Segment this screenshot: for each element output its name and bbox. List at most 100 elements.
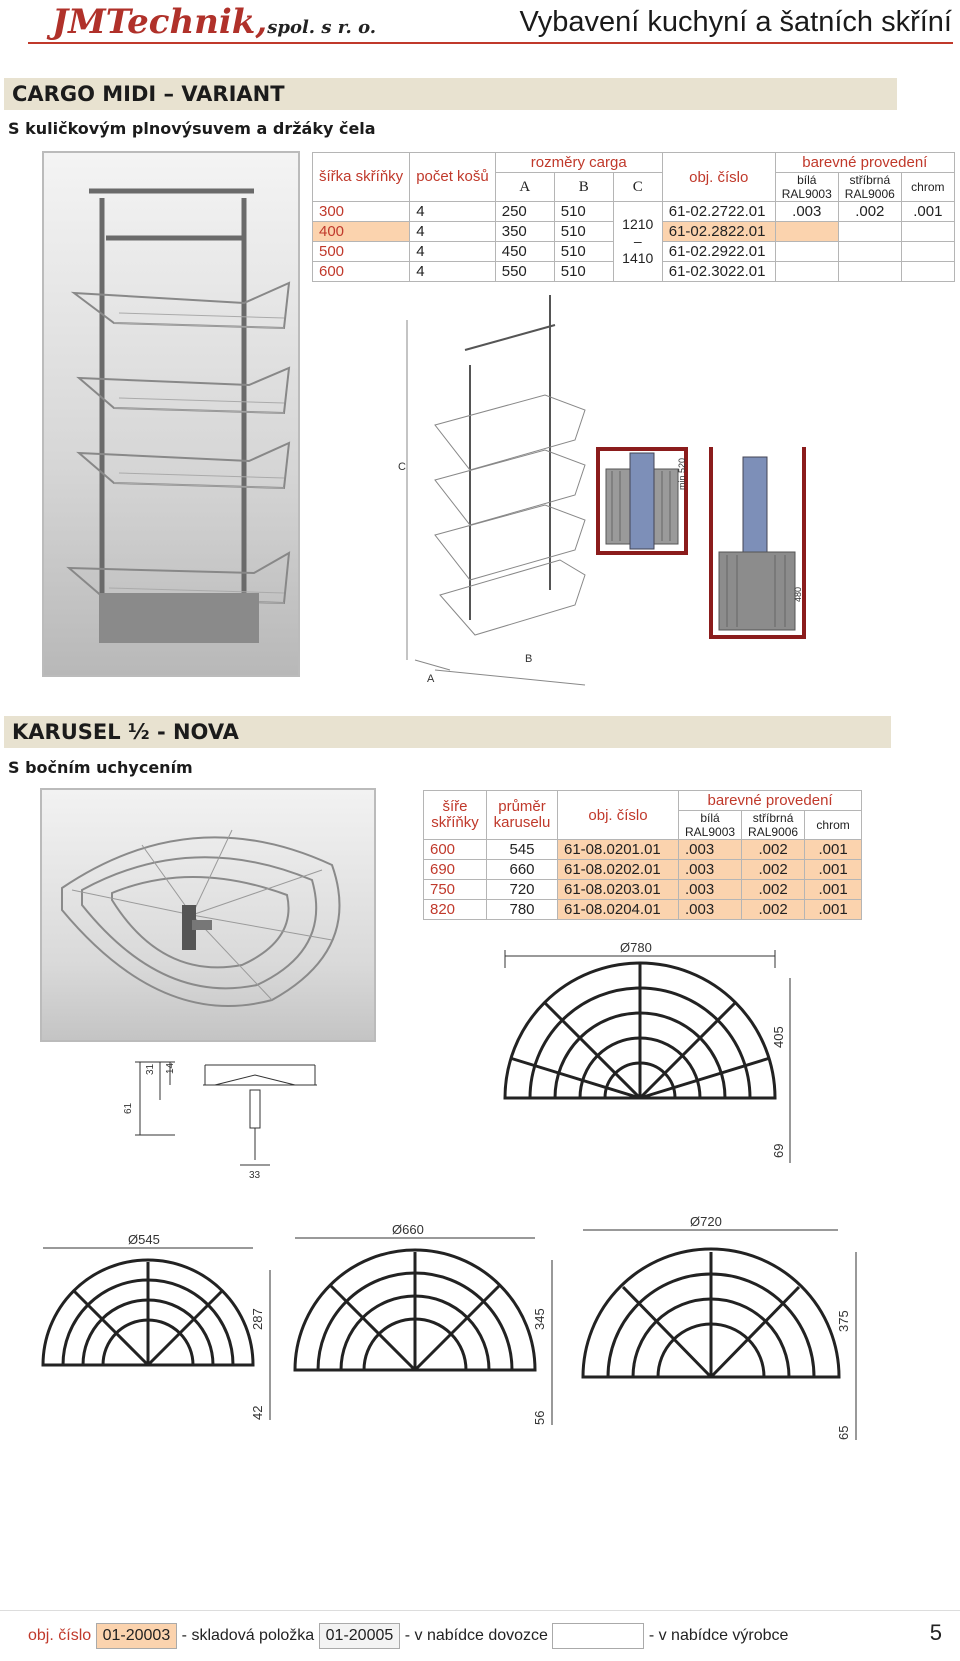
- table-row: 400 4 350 510 61-02.2822.01: [311, 221, 955, 242]
- cell-white: [774, 221, 839, 242]
- col-header-c: C: [612, 172, 663, 202]
- dim-label-c: C: [398, 461, 406, 473]
- col-header-diam: průměr karuselu: [486, 790, 558, 840]
- karusel-basket-illustration: [61, 829, 341, 1007]
- col-header-width: šíře skříňky: [423, 790, 487, 840]
- basket-545-offset: 42: [250, 1406, 265, 1420]
- footer-text-manufacturer: - v nabídce výrobce: [648, 1627, 789, 1645]
- dim-31: 31: [145, 1063, 156, 1075]
- cell-white: .003: [677, 879, 743, 900]
- cell-white: .003: [774, 201, 839, 222]
- cell-white: .003: [677, 899, 743, 920]
- cargo-heading: CARGO MIDI – VARIANT: [4, 78, 897, 110]
- dim-min-520: min 520: [677, 457, 687, 490]
- cell-diam: 780: [486, 899, 558, 920]
- cell-width: 820: [423, 899, 487, 920]
- cell-obj: 61-02.2722.01: [661, 201, 776, 222]
- basket-720-diam: Ø720: [690, 1214, 722, 1229]
- basket-660-depth: 345: [532, 1308, 547, 1330]
- col-header-a: A: [494, 172, 555, 202]
- dim-33: 33: [249, 1170, 261, 1180]
- col-header-obj: obj. číslo: [557, 790, 679, 840]
- cell-chrom: [900, 241, 955, 262]
- table-row: 690 660 61-08.0202.01 .003 .002 .001: [423, 859, 863, 880]
- cell-chrom: .001: [804, 859, 863, 880]
- footer-code-stock: 01-20003: [95, 1623, 178, 1649]
- cell-obj: 61-02.3022.01: [661, 261, 776, 282]
- table-row: 750 720 61-08.0203.01 .003 .002 .001: [423, 879, 863, 900]
- footer-rule: [0, 1610, 960, 1611]
- cell-silver: .002: [741, 879, 806, 900]
- cell-obj: 61-08.0202.01: [557, 859, 679, 880]
- dim-61: 61: [123, 1102, 134, 1114]
- cell-b: 510: [553, 221, 614, 242]
- cell-white: [774, 261, 839, 282]
- cell-diam: 660: [486, 859, 558, 880]
- cabinet-section-left-drawing: [605, 452, 679, 550]
- cell-diam: 545: [486, 839, 558, 860]
- cell-width: 750: [423, 879, 487, 900]
- cell-count: 4: [409, 241, 496, 262]
- cargo-table: šířka skříňky počet košů rozměry carga o…: [311, 152, 955, 282]
- cell-obj: 61-08.0204.01: [557, 899, 679, 920]
- basket-720-depth: 375: [836, 1310, 851, 1332]
- col-header-b: B: [553, 172, 614, 202]
- cell-chrom: .001: [804, 899, 863, 920]
- footer-code-manufacturer: [552, 1623, 645, 1649]
- footer-label: obj. číslo: [28, 1627, 92, 1645]
- col-header-silver: stříbrná RAL9006: [837, 172, 902, 202]
- table-row: 820 780 61-08.0204.01 .003 .002 .001: [423, 899, 863, 920]
- cell-b: 510: [553, 201, 614, 222]
- cabinet-section-right: [709, 447, 806, 639]
- col-header-obj: obj. číslo: [661, 152, 776, 202]
- cell-a: 250: [494, 201, 555, 222]
- cell-silver: .002: [741, 899, 806, 920]
- company-logo: JMTechnik,spol. s r. o.: [52, 2, 376, 42]
- cell-obj: 61-02.2922.01: [661, 241, 776, 262]
- logo-main-text: JMTechnik,: [52, 2, 268, 42]
- dim-14: 14: [165, 1062, 176, 1074]
- basket-top-view-545: Ø545 287 42: [41, 1232, 271, 1420]
- cell-width: 600: [311, 261, 411, 282]
- cell-width: 690: [423, 859, 487, 880]
- cell-silver: .002: [741, 859, 806, 880]
- cell-diam: 720: [486, 879, 558, 900]
- basket-780-depth: 405: [771, 1026, 786, 1048]
- table-row: 600 4 550 510 61-02.3022.01: [311, 261, 955, 282]
- col-header-count: počet košů: [409, 152, 496, 202]
- cell-c: 1210 – 1410: [612, 201, 663, 282]
- cell-obj: 61-02.2822.01: [661, 221, 776, 242]
- logo-tail-text: spol. s r. o.: [267, 17, 377, 38]
- header-rule: [28, 42, 953, 44]
- cell-chrom: [900, 261, 955, 282]
- cell-obj: 61-08.0201.01: [557, 839, 679, 860]
- col-header-dims: rozměry carga: [494, 152, 663, 173]
- cell-chrom: .001: [900, 201, 955, 222]
- cell-width: 300: [311, 201, 411, 222]
- footer-legend: obj. číslo 01-20003 - skladová položka 0…: [28, 1623, 788, 1649]
- cargo-subtitle: S kuličkovým plnovýsuvem a držáky čela: [8, 119, 376, 138]
- cell-count: 4: [409, 221, 496, 242]
- cargo-table-wrap: šířka skříňky počet košů rozměry carga o…: [311, 152, 955, 282]
- col-header-colors: barevné provedení: [774, 152, 955, 173]
- col-header-chrom: chrom: [804, 810, 863, 840]
- footer-text-stock: - skladová položka: [181, 1627, 315, 1645]
- dim-label-b: B: [525, 653, 532, 665]
- basket-660-diam: Ø660: [392, 1222, 424, 1237]
- cell-a: 550: [494, 261, 555, 282]
- basket-top-view-660: Ø660 345 56: [293, 1222, 553, 1425]
- karusel-subtitle: S bočním uchycením: [8, 758, 193, 777]
- footer-code-importer: 01-20005: [318, 1623, 401, 1649]
- karusel-heading: KARUSEL ½ - NOVA: [4, 716, 891, 748]
- basket-720-offset: 65: [836, 1426, 851, 1440]
- basket-top-view-780: Ø780 405 69: [503, 940, 791, 1163]
- cell-b: 510: [553, 261, 614, 282]
- basket-780-offset: 69: [771, 1144, 786, 1158]
- basket-545-depth: 287: [250, 1308, 265, 1330]
- cabinet-section-right-drawing: [718, 456, 796, 631]
- karusel-table: šíře skříňky průměr karuselu obj. číslo …: [423, 790, 863, 920]
- cell-white: [774, 241, 839, 262]
- basket-660-offset: 56: [532, 1411, 547, 1425]
- cell-a: 450: [494, 241, 555, 262]
- cell-chrom: .001: [804, 839, 863, 860]
